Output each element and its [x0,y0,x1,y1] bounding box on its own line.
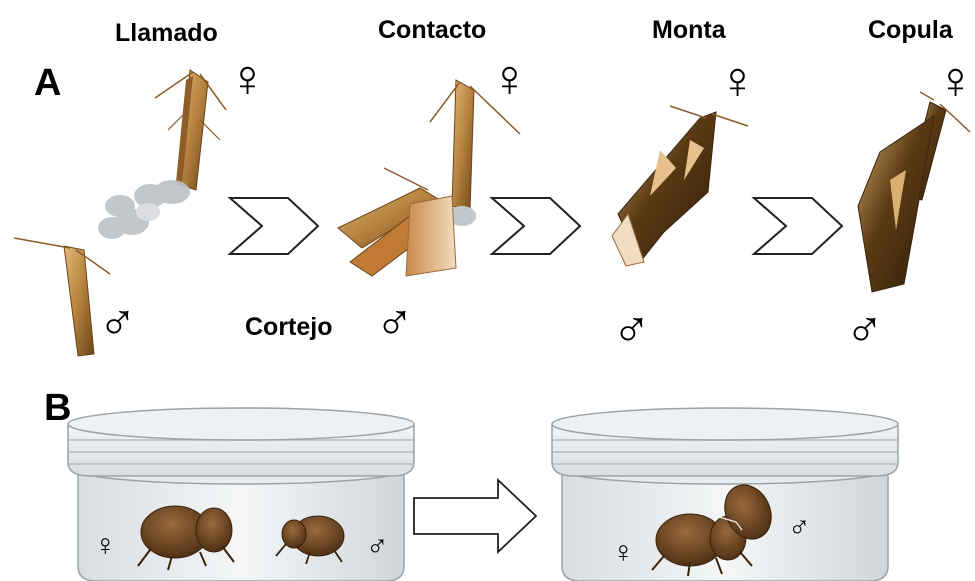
male-symbol-stage4: ♂ [845,299,884,357]
male-symbol-stage1: ♂ [98,292,137,350]
panel-b: B ♀ ♂ [44,387,899,581]
panel-b-letter: B [44,387,71,429]
jar-before [67,407,415,581]
panel-a-letter: A [34,62,61,104]
mounting-moths [611,105,749,267]
panel-a: A Llamado Contacto Monta Copula Cortejo … [13,16,975,357]
courtship-label: Cortejo [245,313,333,341]
female-symbol-stage1: ♀ [228,50,267,108]
stage-label-monta: Monta [652,16,727,44]
mating-beetles [651,484,772,577]
male-symbol-jar2: ♂ [788,510,811,543]
jar-after [551,407,899,581]
copulating-moths [857,91,971,293]
stage-label-contacto: Contacto [378,16,486,44]
male-symbol-jar1: ♂ [366,529,389,562]
pheromone-cloud [98,180,190,239]
chevron-arrow-icon [489,197,582,255]
male-symbol-stage2: ♂ [375,292,414,350]
stage-label-copula: Copula [868,16,954,44]
courting-male-moth [337,167,457,277]
female-beetle-before [137,505,235,571]
chevron-arrow-icon [751,197,844,255]
female-symbol-stage4: ♀ [936,52,975,110]
female-symbol-stage2: ♀ [490,50,529,108]
block-arrow-icon [413,477,538,555]
female-symbol-stage3: ♀ [718,52,757,110]
calling-female-moth [154,69,227,191]
female-symbol-jar1: ♀ [94,529,117,562]
male-symbol-stage3: ♂ [612,299,651,357]
stage-label-llamado: Llamado [115,19,218,47]
resting-male-moth [13,237,111,357]
chevron-arrow-icon [227,197,320,255]
male-beetle-before [275,515,345,565]
contact-female-moth [429,79,521,226]
female-symbol-jar2: ♀ [612,536,635,569]
